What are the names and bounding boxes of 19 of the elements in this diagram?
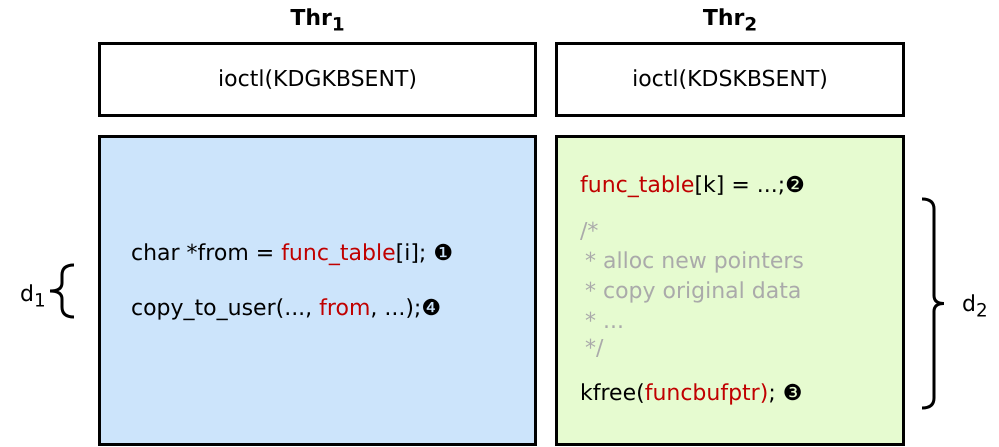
syscall-box <box>98 42 537 117</box>
syscall-text: ioctl(KDSKBSENT) <box>632 67 828 92</box>
syscall-text: ioctl(KDGKBSENT) <box>218 67 417 92</box>
syscall-box <box>555 42 905 117</box>
code-panel <box>98 135 537 446</box>
distance-label: d$_{2}$ <box>962 292 988 322</box>
thread-heading: Thr$_{1}$ <box>289 6 346 36</box>
code-line: * alloc new pointers <box>585 248 804 276</box>
code-line: func_table[k] = ...;❷ <box>580 172 805 200</box>
code-line: */ <box>585 335 604 363</box>
code-line: * ... <box>585 308 624 336</box>
code-line: char *from = func_table[i]; ❶ <box>131 240 454 268</box>
thread-heading: Thr$_{2}$ <box>702 6 758 36</box>
code-line: * copy original data <box>585 278 802 306</box>
code-line: /* <box>580 218 598 246</box>
code-line: kfree(funcbufptr); ❸ <box>580 380 802 408</box>
code-panel <box>555 135 905 446</box>
distance-label: d$_{1}$ <box>20 282 46 312</box>
code-line: copy_to_user(..., from, ...);❹ <box>131 295 442 323</box>
